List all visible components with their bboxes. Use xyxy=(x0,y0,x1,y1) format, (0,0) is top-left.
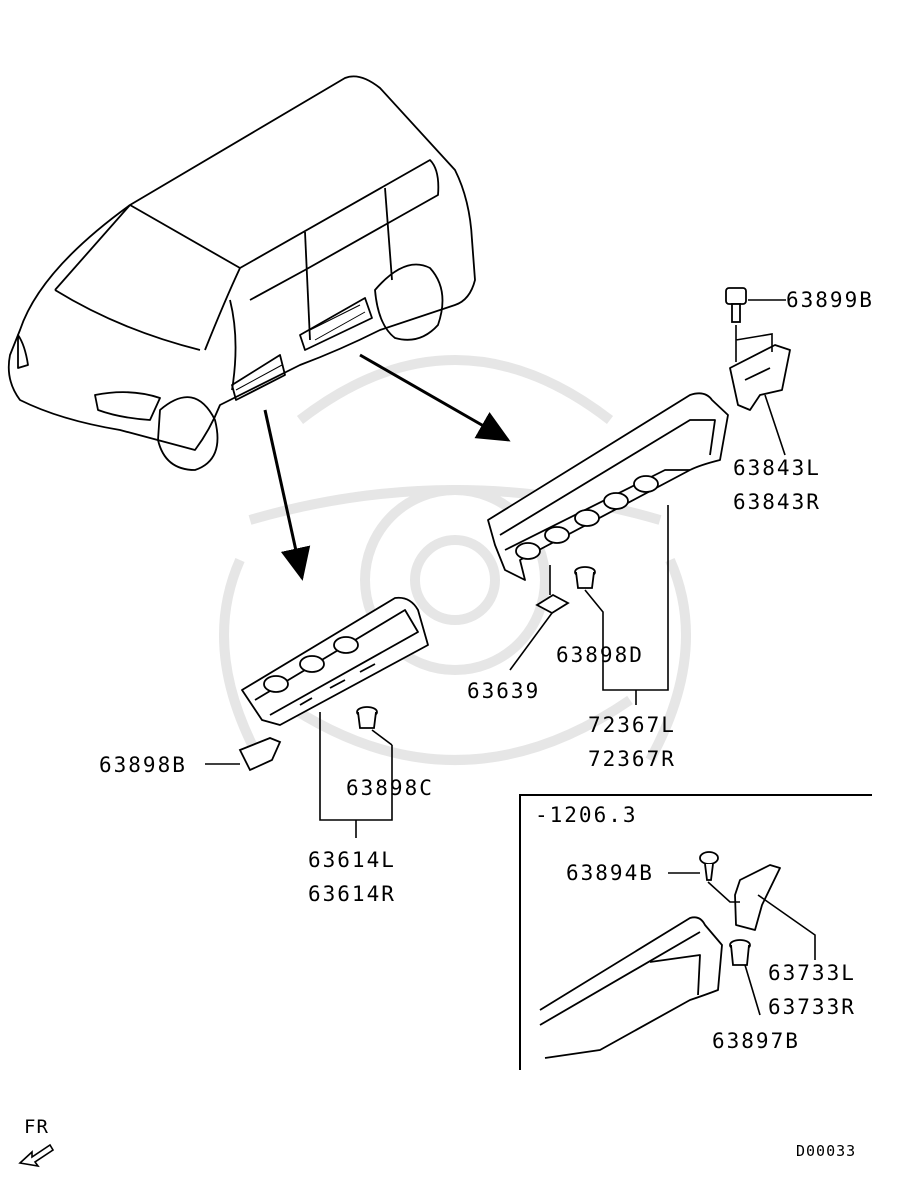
clip-63898D xyxy=(574,566,596,589)
label-72367R: 72367R xyxy=(588,747,676,771)
direction-label: FR xyxy=(24,1116,49,1138)
label-63639: 63639 xyxy=(467,679,541,703)
rear-step-part xyxy=(487,392,729,581)
label-63843R: 63843R xyxy=(733,490,821,514)
label-63898D: 63898D xyxy=(556,643,644,667)
bolt-63899B xyxy=(725,287,747,323)
clip-63897B xyxy=(729,939,751,966)
label-63898C: 63898C xyxy=(346,776,434,800)
arrow-to-rear-step xyxy=(359,353,511,442)
screw-63894B xyxy=(699,851,719,881)
clip-63898C xyxy=(356,706,378,729)
front-step-part xyxy=(241,596,429,726)
van-illustration xyxy=(7,75,476,471)
arrow-to-front-step xyxy=(263,409,311,581)
label-63733L: 63733L xyxy=(768,961,856,985)
label-63897B: 63897B xyxy=(712,1029,800,1053)
front-direction-arrow-icon xyxy=(18,1143,55,1168)
label-72367L: 72367L xyxy=(588,713,676,737)
inset-condition-label: -1206.3 xyxy=(535,803,638,827)
label-63899B: 63899B xyxy=(786,288,874,312)
label-63614R: 63614R xyxy=(308,882,396,906)
bracket-63843 xyxy=(729,344,791,411)
pad-63639 xyxy=(535,593,570,615)
diagram-code: D00033 xyxy=(796,1142,857,1160)
label-63894B: 63894B xyxy=(566,861,654,885)
bracket-63898B xyxy=(238,737,282,772)
label-63898B: 63898B xyxy=(99,753,187,777)
inset-step-detail xyxy=(539,916,723,1059)
bracket-63733 xyxy=(734,864,781,931)
label-63843L: 63843L xyxy=(733,456,821,480)
label-63614L: 63614L xyxy=(308,848,396,872)
inset-leader-lines xyxy=(668,872,816,1016)
inset-frame xyxy=(519,794,872,1070)
label-63733R: 63733R xyxy=(768,995,856,1019)
leader-lines xyxy=(205,299,786,838)
